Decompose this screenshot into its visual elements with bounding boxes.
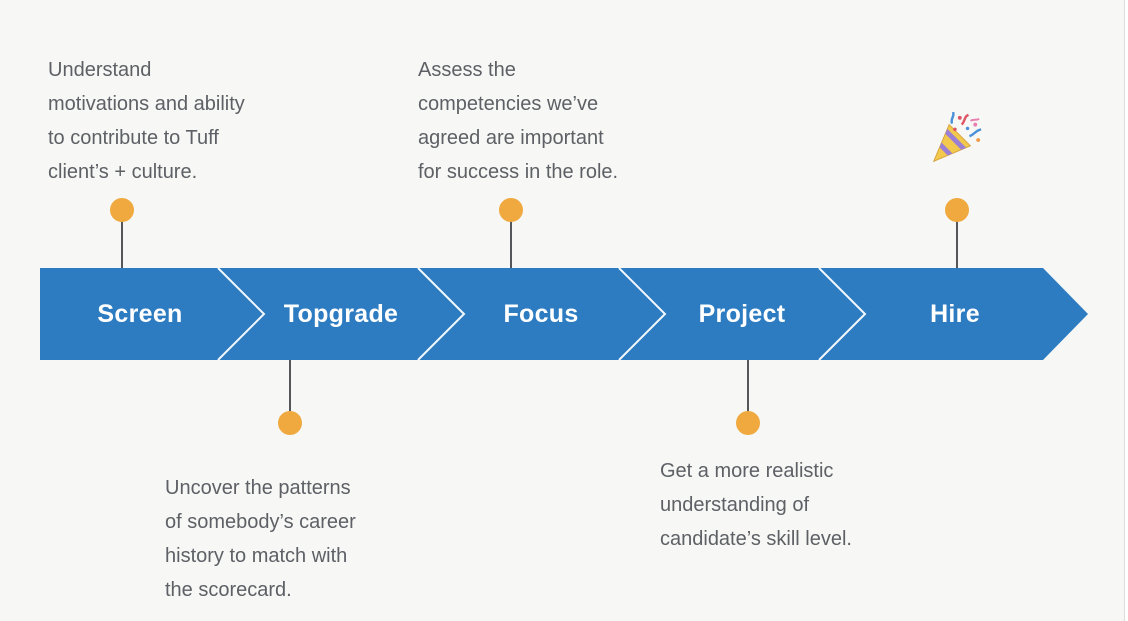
annotation-topgrade: Uncover the patterns of somebody’s caree…	[165, 477, 356, 601]
timeline-arrow-shape	[40, 268, 1088, 360]
annotation-screen: Understand motivations and ability to co…	[48, 59, 245, 183]
connector-topgrade	[289, 359, 291, 423]
connector-focus	[510, 210, 512, 269]
stage-divider-4	[818, 268, 867, 360]
stage-label-hire: Hire	[930, 300, 980, 328]
marker-dot-topgrade	[278, 411, 302, 435]
stage-divider-1	[217, 268, 266, 360]
stage-label-focus: Focus	[503, 300, 579, 328]
timeline-band	[40, 268, 1088, 360]
marker-dot-project	[736, 411, 760, 435]
stage-label-project: Project	[698, 300, 786, 328]
stage-label-screen: Screen	[97, 300, 183, 328]
marker-dot-focus	[499, 198, 523, 222]
connector-project	[747, 359, 749, 423]
annotation-project: Get a more realistic understanding of ca…	[660, 460, 852, 550]
connector-screen	[121, 210, 123, 269]
annotation-focus: Assess the competencies we’ve agreed are…	[418, 59, 619, 183]
stage-label-topgrade: Topgrade	[283, 300, 399, 328]
stage-divider-3	[618, 268, 667, 360]
marker-dot-screen	[110, 198, 134, 222]
marker-dot-hire	[945, 198, 969, 222]
stage-divider-2	[417, 268, 466, 360]
party-popper-icon	[932, 112, 982, 163]
connector-hire	[956, 210, 958, 269]
